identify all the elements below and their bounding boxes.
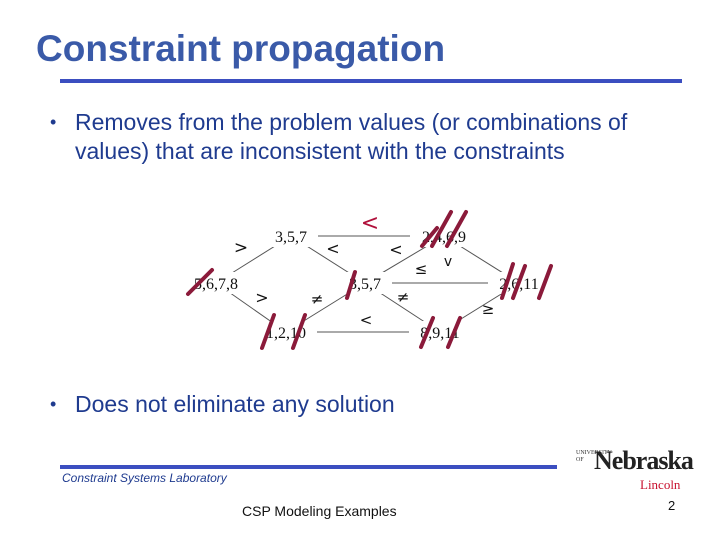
edge-label-a-d: < <box>326 239 339 258</box>
eliminated-value-mark <box>291 313 307 350</box>
node-label-a: 3,5,7 <box>275 229 307 246</box>
bullet-1-text: Removes from the problem values (or comb… <box>75 109 628 164</box>
edge-label-g-e: ≥ <box>482 300 495 318</box>
bullet-marker: • <box>50 394 57 414</box>
eliminated-value-mark <box>186 268 214 296</box>
eliminated-value-mark <box>511 264 527 300</box>
eliminated-value-mark <box>420 226 439 248</box>
edge-label-d-g: ≠ <box>397 288 410 306</box>
logo-name: Nebraska <box>594 446 694 475</box>
logo-university-of: UNIVERSITY OF <box>576 450 612 463</box>
edge-label-f-d: ≠ <box>311 290 324 308</box>
node-label-d: 3,5,7 <box>349 276 381 293</box>
eliminated-value-mark <box>430 210 453 248</box>
title-underline <box>60 79 682 83</box>
eliminated-value-mark <box>445 210 468 248</box>
lab-name: Constraint Systems Laboratory <box>62 471 227 485</box>
eliminated-value-mark <box>537 264 553 300</box>
university-logo: UNIVERSITY OF Nebraska Lincoln <box>576 444 694 494</box>
footer-caption: CSP Modeling Examples <box>242 503 397 519</box>
bullet-marker: • <box>50 112 57 132</box>
node-label-c: 5,6,7,8 <box>194 276 238 293</box>
node-box-a <box>264 225 318 247</box>
edge-label-f-g: < <box>360 311 373 329</box>
page-number: 2 <box>668 498 676 513</box>
slide-title: Constraint propagation <box>36 28 446 69</box>
eliminated-value-mark <box>260 313 276 350</box>
eliminated-value-mark <box>446 316 462 349</box>
edge-label-d-e: ≤ <box>415 260 428 278</box>
eliminated-value-mark <box>500 262 515 300</box>
footer-rule <box>60 465 557 469</box>
edge-label-b-e: v <box>444 254 452 270</box>
logo-city: Lincoln <box>640 477 681 492</box>
edge-label-a-b: < <box>361 211 379 236</box>
edge-label-c-a: > <box>234 238 248 258</box>
eliminated-value-mark <box>419 316 435 349</box>
bullet-2-text: Does not eliminate any solution <box>75 391 395 417</box>
node-box-c <box>183 272 249 294</box>
eliminated-value-mark <box>345 270 357 300</box>
edge-label-c-f: > <box>255 288 268 307</box>
edge-label-b-d: < <box>389 240 402 259</box>
